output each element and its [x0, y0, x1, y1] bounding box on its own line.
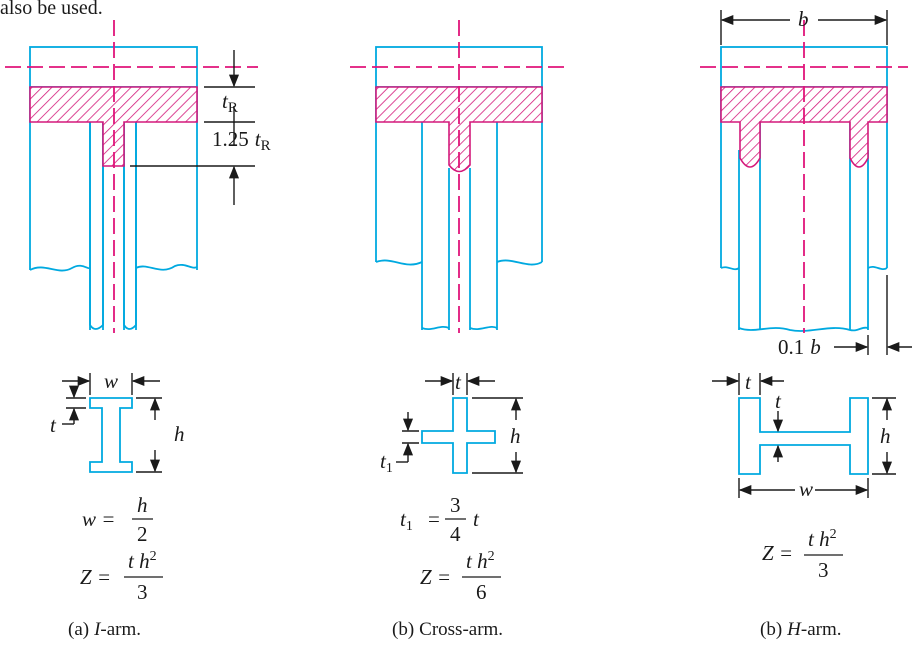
panel-c-web-t-label: t — [775, 389, 782, 413]
panel-b-formula2-num: t h2 — [466, 549, 495, 573]
panel-c-formula1-lhs: Z = — [762, 541, 793, 565]
panel-b-formula1-num: 3 — [450, 493, 461, 517]
panel-c-formula1-den: 3 — [818, 558, 829, 582]
panel-b-formula2-lhs: Z = — [420, 565, 451, 589]
panel-c-formula1-num: t h2 — [808, 527, 837, 551]
panel-c-centerlines — [700, 20, 908, 333]
panel-a-tr-label: tR — [222, 89, 238, 116]
panel-b-t1-label: t1 — [380, 449, 393, 476]
panel-a-formula1-num: h — [137, 493, 148, 517]
panel-c-h-section — [738, 397, 869, 475]
panel-a-caption: (a)I-arm. — [68, 619, 141, 640]
panel-c-w-label: w — [799, 477, 813, 501]
panel-a-formula2-lhs: Z = — [80, 565, 111, 589]
panel-a-w-label: w — [104, 369, 118, 393]
header-fragment: also be used. — [0, 0, 103, 19]
panel-c-t-label: t — [745, 370, 752, 394]
panel-b-section-dims — [396, 373, 523, 474]
panel-c-h-label: h — [880, 424, 891, 448]
panel-c-dimensions — [720, 10, 912, 355]
panel-b-cross-section — [421, 397, 496, 474]
panel-b-h-label: h — [510, 424, 521, 448]
panel-a-dimensions — [130, 50, 255, 205]
panel-c-b-label: b — [798, 7, 809, 31]
panel-a-formula2-num: t h2 — [128, 549, 157, 573]
panel-a-hatched-rim — [29, 86, 198, 167]
panel-b-caption: (b)Cross-arm. — [392, 619, 503, 640]
panel-c-caption: (b)H-arm. — [760, 619, 842, 640]
panel-b-t-label: t — [455, 370, 462, 394]
panel-b-formula1-lhs: t1 — [400, 507, 413, 534]
panel-a-h-label: h — [174, 422, 185, 446]
panel-b-cross-arm: t t1 h t1 = 3 4 t Z = t h2 6 (b)Cross-ar… — [350, 20, 570, 640]
panel-a-formula1-den: 2 — [137, 522, 148, 546]
panel-b-centerlines — [350, 20, 570, 333]
panel-c-section-dims — [712, 373, 896, 498]
panel-a-i-section — [89, 397, 133, 473]
panel-a-section-dims — [62, 373, 162, 473]
panel-a-formula1-lhs: w = — [82, 507, 115, 531]
panel-c-hatched-rim — [720, 86, 888, 168]
panel-b-hatched-rim — [375, 86, 543, 173]
panel-b-formula1-den: 4 — [450, 522, 461, 546]
panel-b-formula1-eq: = — [428, 507, 440, 531]
panel-b-formula2-den: 6 — [476, 580, 487, 604]
panel-a-t-label: t — [50, 413, 57, 437]
panel-a-formula2-den: 3 — [137, 580, 148, 604]
panel-b-formula1-rhs: t — [473, 507, 480, 531]
panel-a-centerlines — [5, 20, 258, 333]
